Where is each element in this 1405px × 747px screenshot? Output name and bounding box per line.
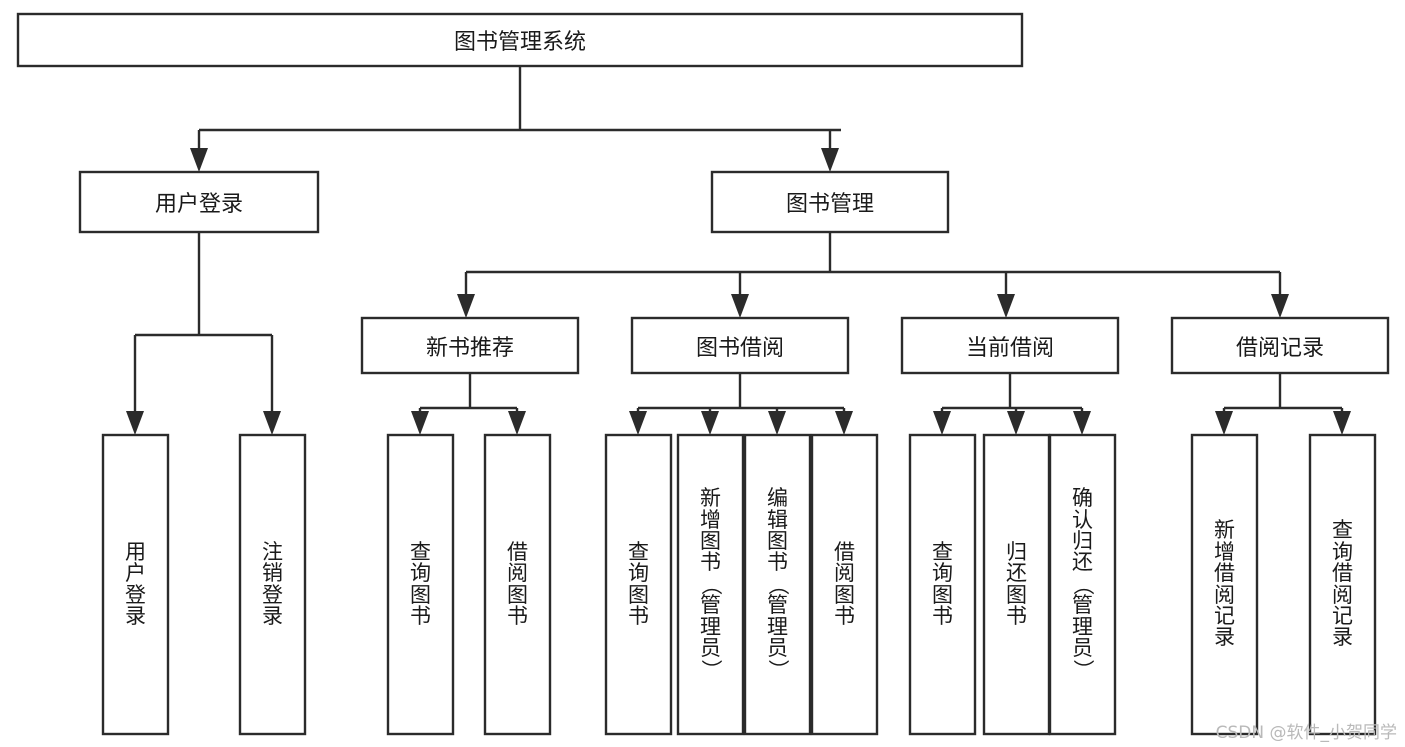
- connector-root-to-level2: [190, 66, 841, 172]
- node-root-box[interactable]: [16, 12, 1024, 68]
- leaf-box[interactable]: [1308, 433, 1377, 736]
- node-user-login-box[interactable]: [78, 170, 320, 234]
- node-current-borrow-box[interactable]: [900, 316, 1120, 375]
- leaf-box[interactable]: [810, 433, 879, 736]
- node-book-borrow-box[interactable]: [630, 316, 850, 375]
- node-new-book-recommend-box[interactable]: [360, 316, 580, 375]
- leaf-box[interactable]: [238, 433, 307, 736]
- node-book-management-box[interactable]: [710, 170, 950, 234]
- watermark-text: CSDN @软件_小贺同学: [1215, 723, 1397, 743]
- connector-borrowbook-to-leaves: [629, 373, 853, 435]
- leaf-box[interactable]: [1048, 433, 1117, 736]
- connector-newbook-to-leaves: [411, 373, 526, 435]
- leaf-box[interactable]: [982, 433, 1051, 736]
- node-borrow-record-box[interactable]: [1170, 316, 1390, 375]
- connector-currentborrow-to-leaves: [933, 373, 1091, 435]
- leaf-box[interactable]: [604, 433, 673, 736]
- leaf-box[interactable]: [101, 433, 170, 736]
- leaf-box[interactable]: [1190, 433, 1259, 736]
- connector-bookmgmt-to-level3: [457, 232, 1289, 318]
- leaf-box[interactable]: [908, 433, 977, 736]
- leaf-box[interactable]: [676, 433, 745, 736]
- connector-borrowrecord-to-leaves: [1215, 373, 1351, 435]
- leaf-box[interactable]: [483, 433, 552, 736]
- leaf-box[interactable]: [743, 433, 812, 736]
- connector-userlogin-to-leaves: [126, 232, 281, 435]
- leaf-box[interactable]: [386, 433, 455, 736]
